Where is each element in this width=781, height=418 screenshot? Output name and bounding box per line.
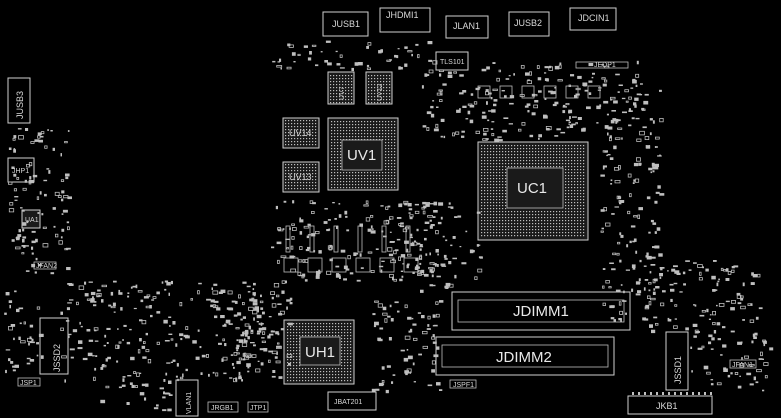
- label-jssd2: JSSD2: [52, 344, 62, 372]
- label-jhp1: JHP1: [12, 168, 29, 175]
- connector-jdcin1: JDCIN1: [569, 7, 617, 31]
- chip-ua1: UA1: [21, 209, 41, 229]
- connector-vlan1: VLAN1: [175, 379, 199, 417]
- connector-jfan2: JFAN2: [33, 261, 57, 270]
- connector-jspf1: JSPF1: [449, 379, 477, 389]
- connector-jdimm1: JDIMM1: [451, 291, 631, 331]
- label-tls101: TLS101: [440, 59, 465, 66]
- label-uv12: UV12: [377, 83, 384, 101]
- label-jusb1: JUSB1: [332, 19, 360, 29]
- label-jrgb1: JRGB1: [211, 405, 234, 412]
- label-jusb3: JUSB3: [15, 91, 25, 119]
- label-ua1: UA1: [25, 217, 39, 224]
- connector-jhp1: JHP1: [7, 157, 35, 183]
- connector-jssd1: JSSD1: [665, 331, 689, 391]
- label-uh1: UH1: [305, 344, 335, 361]
- label-jdcin1: JDCIN1: [578, 13, 610, 23]
- board-components-layer: [4, 40, 774, 412]
- label-uc1: UC1: [517, 180, 547, 197]
- label-jlan1: JLAN1: [453, 21, 480, 31]
- label-jbat201: JBAT201: [334, 399, 362, 406]
- connector-jusb1: JUSB1: [322, 11, 369, 37]
- connector-jrgb1: JRGB1: [207, 401, 239, 413]
- connector-jusb2: JUSB2: [508, 11, 550, 37]
- connector-jfan1: JFAN1: [729, 359, 757, 369]
- label-jtp1: JTP1: [250, 405, 266, 412]
- connector-jdimm2: JDIMM2: [435, 336, 615, 376]
- label-jfan2: JFAN2: [36, 263, 57, 270]
- label-jspf1: JSPF1: [453, 382, 474, 389]
- label-jusb2: JUSB2: [514, 18, 542, 28]
- label-jssd1: JSSD1: [673, 356, 683, 384]
- chip-uh1: UH1: [283, 319, 355, 385]
- connector-jbat201: JBAT201: [327, 391, 377, 411]
- label-jkb1: JKB1: [656, 401, 678, 411]
- connector-jkb1: JKB1: [627, 395, 713, 415]
- connector-jsp1: JSP1: [17, 377, 41, 387]
- label-jdimm2: JDIMM2: [496, 349, 552, 366]
- label-jedp1: JEDP1: [594, 62, 616, 69]
- label-jdimm1: JDIMM1: [513, 303, 569, 320]
- label-jsp1: JSP1: [20, 380, 37, 387]
- connector-jusb3: JUSB3: [7, 77, 31, 124]
- chip-uv7: UV7: [327, 71, 355, 105]
- connector-jtp1: JTP1: [247, 401, 269, 413]
- connector-jedp1: JEDP1: [575, 61, 629, 69]
- connector-jhdmi1: JHDMI1: [379, 7, 431, 33]
- chip-uv1: UV1: [327, 117, 399, 191]
- chip-uv12: UV12: [365, 71, 393, 105]
- connector-jlan1: JLAN1: [445, 15, 489, 39]
- label-vlan1: VLAN1: [186, 392, 193, 414]
- connector-jssd2: JSSD2: [39, 317, 69, 375]
- label-uv1: UV1: [347, 147, 376, 164]
- label-jhdmi1: JHDMI1: [386, 10, 419, 20]
- label-jfan1: JFAN1: [732, 362, 753, 369]
